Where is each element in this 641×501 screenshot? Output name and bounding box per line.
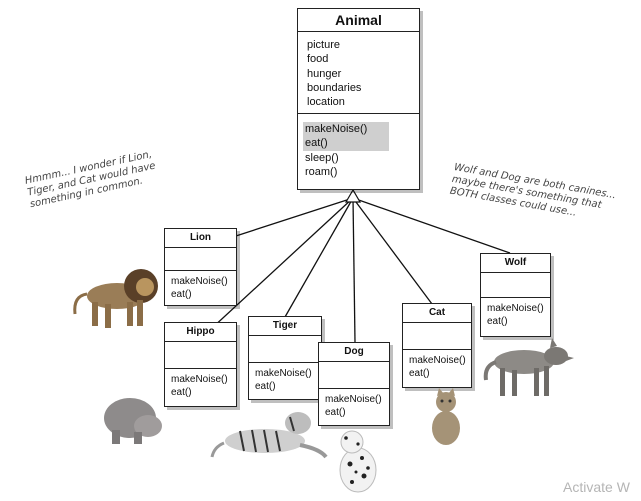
cat-illustration	[432, 388, 460, 445]
wolf-illustration	[483, 338, 574, 396]
method: makeNoise()	[487, 303, 544, 314]
field: food	[307, 53, 329, 66]
method: makeNoise()	[255, 368, 312, 379]
dog-illustration	[339, 430, 377, 493]
field: location	[307, 96, 345, 109]
method: makeNoise()	[409, 355, 466, 366]
method: eat()	[171, 387, 192, 398]
lion-class-box: Lion makeNoise() eat()	[164, 228, 237, 306]
field-list: picture food hunger boundaries location	[298, 32, 419, 114]
class-name: Tiger	[249, 317, 321, 336]
method-list: makeNoise() eat()	[249, 363, 321, 397]
lion-illustration	[73, 269, 158, 328]
method-list: makeNoise() eat()	[403, 350, 471, 384]
method-list: makeNoise() eat()	[481, 298, 550, 332]
method-list: makeNoise() eat() sleep() roam()	[298, 114, 419, 187]
inheritance-arrowhead	[344, 188, 362, 203]
method-list: makeNoise() eat()	[165, 369, 236, 403]
method: eat()	[487, 316, 508, 327]
cat-class-box: Cat makeNoise() eat()	[402, 303, 472, 388]
method: makeNoise()	[171, 276, 228, 287]
method: sleep()	[305, 151, 339, 164]
method: eat()	[325, 407, 346, 418]
method-list: makeNoise() eat()	[165, 271, 236, 305]
class-name: Cat	[403, 304, 471, 323]
method: eat()	[171, 289, 192, 300]
method: eat()	[303, 136, 389, 151]
class-name: Dog	[319, 343, 389, 362]
dog-class-box: Dog makeNoise() eat()	[318, 342, 390, 426]
tiger-illustration	[210, 412, 328, 459]
hippo-illustration	[104, 398, 162, 444]
wolf-class-box: Wolf makeNoise() eat()	[480, 253, 551, 337]
field-list	[165, 342, 236, 369]
class-name: Wolf	[481, 254, 550, 273]
field-list	[403, 323, 471, 350]
class-name: Animal	[298, 9, 419, 32]
class-name: Hippo	[165, 323, 236, 342]
field-list	[249, 336, 321, 363]
method: makeNoise()	[303, 122, 389, 137]
method: eat()	[255, 381, 276, 392]
animal-class-box: Animal picture food hunger boundaries lo…	[297, 8, 420, 190]
field: boundaries	[307, 81, 362, 94]
field: hunger	[307, 67, 342, 80]
tiger-class-box: Tiger makeNoise() eat()	[248, 316, 322, 400]
method-list: makeNoise() eat()	[319, 389, 389, 423]
class-name: Lion	[165, 229, 236, 248]
field: picture	[307, 39, 341, 51]
method: eat()	[409, 368, 430, 379]
field-list	[481, 273, 550, 298]
method: makeNoise()	[325, 394, 382, 405]
method: makeNoise()	[171, 374, 228, 385]
method: roam()	[305, 165, 338, 178]
field-list	[165, 248, 236, 271]
field-list	[319, 362, 389, 389]
activate-windows-watermark: Activate W	[563, 479, 630, 495]
hippo-class-box: Hippo makeNoise() eat()	[164, 322, 237, 407]
